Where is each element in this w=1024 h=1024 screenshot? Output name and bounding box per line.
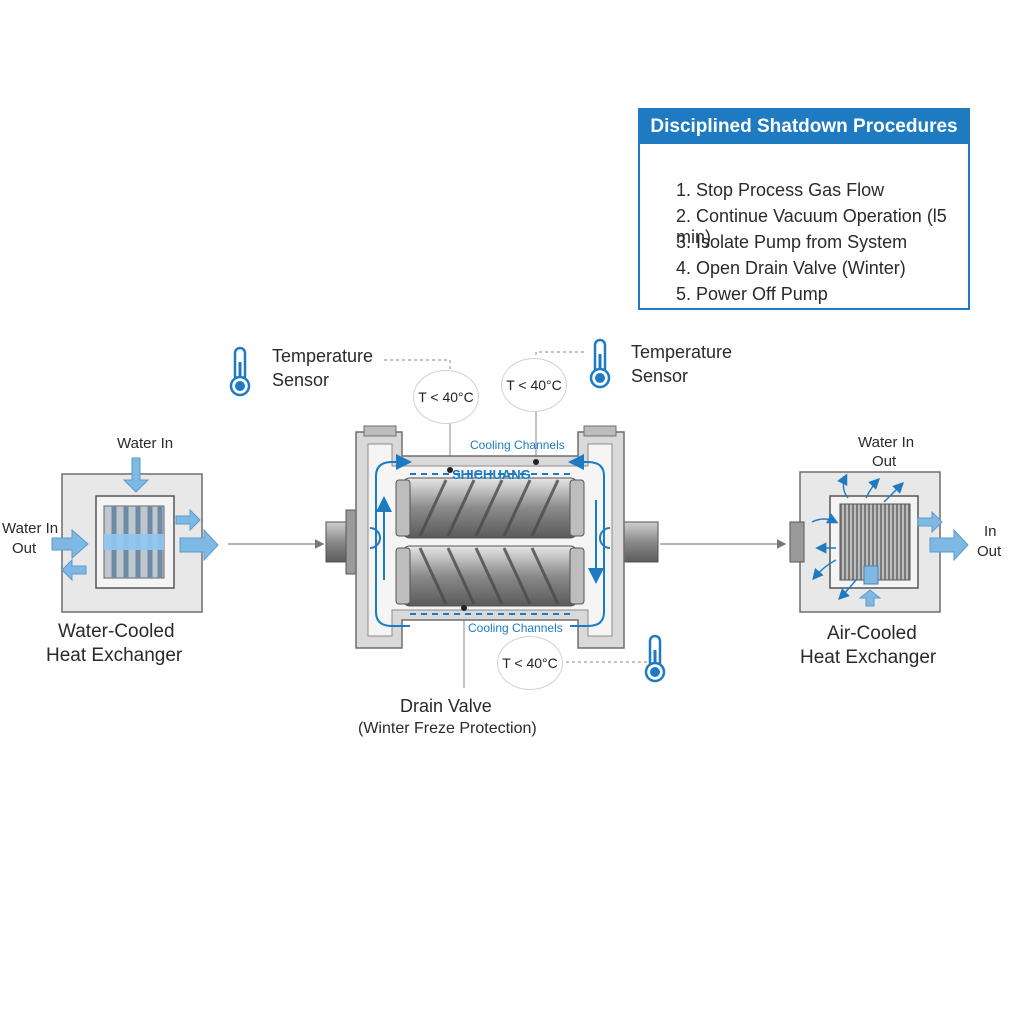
drain-valve-label: Drain Valve	[400, 696, 492, 716]
pump-brand: SHICHUANG	[452, 467, 531, 482]
thermometer-icon	[229, 346, 251, 397]
water-cooled-hx-title: Water-Cooled	[58, 621, 175, 642]
air-hx-in-label: In	[984, 523, 997, 540]
procedure-step: 3. Isolate Pump from System	[676, 232, 908, 252]
water-in-side-label: Water In	[2, 520, 59, 537]
water-cooled-heat-exchanger	[51, 457, 219, 613]
thermometer-icon	[644, 634, 666, 683]
temperature-threshold-bubble: T < 40°C	[497, 636, 563, 690]
water-out-side-label: Out	[12, 540, 37, 557]
thermometer-icon	[589, 338, 611, 389]
drain-valve-sublabel: (Winter Freze Protection)	[358, 720, 537, 737]
procedure-step: 1. Stop Process Gas Flow	[676, 180, 885, 200]
temperature-sensor-label-left: Temperature	[272, 346, 374, 366]
air-hx-out-top-label: Out	[872, 453, 897, 470]
air-hx-out-label: Out	[977, 543, 1002, 560]
water-in-top-label: Water In	[117, 435, 174, 452]
temperature-threshold-bubble: T < 40°C	[501, 358, 567, 412]
procedure-step: 4. Open Drain Valve (Winter)	[676, 258, 906, 278]
air-cooled-hx-title-2: Heat Exchanger	[800, 647, 937, 668]
shutdown-procedures-panel: Disciplined Shatdown Procedures 1. Stop …	[638, 108, 970, 310]
cooling-channels-bottom-label: Cooling Channels	[468, 621, 563, 635]
temperature-sensor-label-right: Temperature	[631, 342, 733, 362]
cooling-channels-top-label: Cooling Channels	[470, 438, 565, 452]
procedures-title: Disciplined Shatdown Procedures	[640, 110, 968, 144]
air-cooled-hx-title: Air-Cooled	[827, 623, 917, 644]
temperature-threshold-bubble: T < 40°C	[413, 370, 479, 424]
screw-pump	[325, 425, 659, 649]
temperature-sensor-label-left-2: Sensor	[272, 370, 330, 390]
air-hx-water-in-label: Water In	[858, 434, 915, 451]
procedure-step: 2. Continue Vacuum Operation (l5 min)	[676, 206, 947, 247]
air-cooled-heat-exchanger	[789, 471, 969, 613]
water-cooled-hx-title-2: Heat Exchanger	[46, 645, 183, 666]
procedure-step: 5. Power Off Pump	[676, 284, 828, 304]
temperature-sensor-label-right-2: Sensor	[631, 366, 689, 386]
